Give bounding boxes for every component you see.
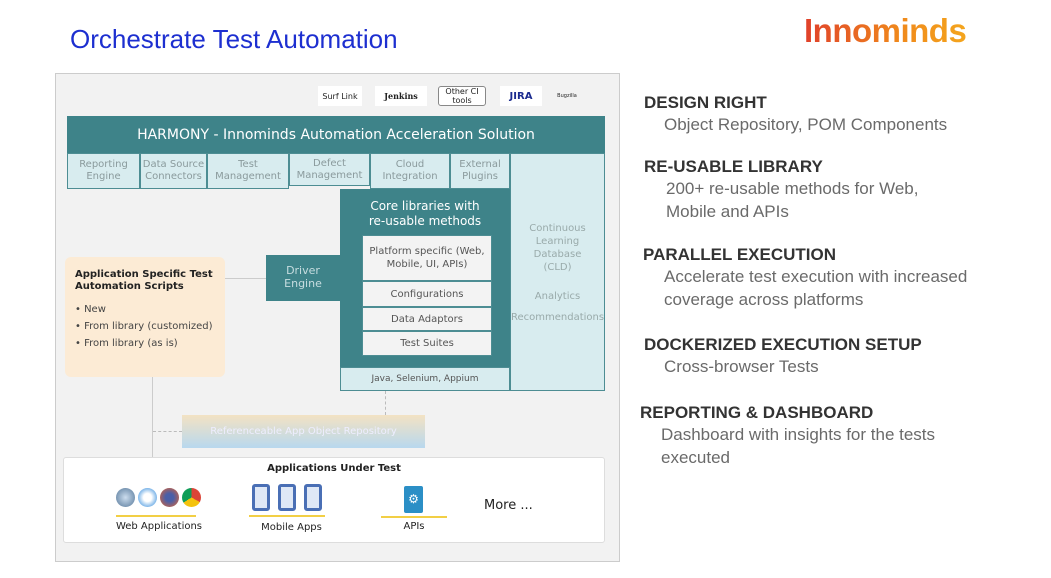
chrome-icon xyxy=(182,488,201,507)
feature-heading: RE-USABLE LIBRARY xyxy=(644,157,823,176)
core-title: Core libraries with re-usable methods xyxy=(368,199,482,228)
browser-icons xyxy=(116,488,201,507)
feature-desc: Accelerate test execution with increased… xyxy=(664,267,968,309)
core-data-adaptors: Data Adaptors xyxy=(362,307,492,331)
object-repository: Referenceable App Object Repository xyxy=(182,415,425,448)
jira-logo: JIRA xyxy=(500,86,542,106)
feature-desc: Cross-browser Tests xyxy=(664,357,819,376)
feature-reusable-library: RE-USABLE LIBRARY 200+ re-usable methods … xyxy=(644,157,966,223)
module-external-plugins: External Plugins xyxy=(450,153,510,189)
connector-line xyxy=(152,377,153,457)
windows-phone-icon xyxy=(304,484,322,511)
connector-line xyxy=(225,278,266,279)
module-data-source-connectors: Data Source Connectors xyxy=(140,153,207,189)
feature-desc: Object Repository, POM Components xyxy=(664,115,948,134)
feature-parallel-execution: PARALLEL EXECUTION Accelerate test execut… xyxy=(643,245,984,311)
core-test-suites: Test Suites xyxy=(362,331,492,356)
aut-apis: APIs xyxy=(403,521,425,532)
other-ci-tools: Other CI tools xyxy=(438,86,486,106)
module-defect-management: Defect Management xyxy=(289,153,370,186)
feature-heading: DOCKERIZED EXECUTION SETUP xyxy=(644,335,922,354)
firefox-icon xyxy=(160,488,179,507)
feature-reporting-dashboard: REPORTING & DASHBOARD Dashboard with insi… xyxy=(640,403,951,469)
android-phone-icon xyxy=(252,484,270,511)
aut-mobile: Mobile Apps xyxy=(261,522,322,533)
scripts-item: • From library (customized) xyxy=(75,321,213,332)
feature-heading: PARALLEL EXECUTION xyxy=(643,245,836,264)
scripts-title: Application Specific Test Automation Scr… xyxy=(75,269,213,292)
feature-design-right: DESIGN RIGHT Object Repository, POM Compo… xyxy=(644,93,1004,136)
bugzilla-logo: Bugzilla xyxy=(557,93,577,99)
page-title: Orchestrate Test Automation xyxy=(70,24,398,54)
core-base-stack: Java, Selenium, Appium xyxy=(340,367,510,391)
feature-desc: 200+ re-usable methods for Web, Mobile a… xyxy=(666,179,919,221)
cld-title: Continuous Learning Database (CLD) xyxy=(529,223,586,273)
applications-under-test: Applications Under Test Web Applications… xyxy=(63,457,605,543)
mobile-icons xyxy=(252,484,322,511)
cld-recommendations: Recommendations xyxy=(511,312,605,323)
innominds-logo: Innominds xyxy=(804,12,967,49)
feature-dockerized-execution: DOCKERIZED EXECUTION SETUP Cross-browser … xyxy=(644,335,922,378)
connector-dashed xyxy=(153,431,182,432)
surflink-logo: Surf Link xyxy=(318,86,362,106)
harmony-header: HARMONY - Innominds Automation Accelerat… xyxy=(67,116,605,154)
connector-dashed xyxy=(385,391,386,415)
jenkins-logo: Jenkins xyxy=(375,86,427,106)
feature-desc: Dashboard with insights for the tests ex… xyxy=(661,425,936,467)
aut-more: More ... xyxy=(484,498,533,513)
scripts-item: • From library (as is) xyxy=(75,338,178,349)
aut-web: Web Applications xyxy=(115,521,203,532)
module-test-management: Test Management xyxy=(207,153,289,189)
module-cloud-integration: Cloud Integration xyxy=(370,153,450,189)
cld-analytics: Analytics xyxy=(534,291,581,302)
app-specific-scripts: Application Specific Test Automation Scr… xyxy=(65,257,225,377)
aut-title: Applications Under Test xyxy=(267,463,401,474)
core-configurations: Configurations xyxy=(362,281,492,307)
api-gear-icon: ⚙ xyxy=(404,486,423,513)
driver-engine: Driver Engine xyxy=(266,255,340,301)
feature-heading: DESIGN RIGHT xyxy=(644,93,767,112)
safari-icon xyxy=(116,488,135,507)
ios-phone-icon xyxy=(278,484,296,511)
feature-heading: REPORTING & DASHBOARD xyxy=(640,403,874,422)
core-platform-specific: Platform specific (Web, Mobile, UI, APIs… xyxy=(362,235,492,281)
cld-column: Continuous Learning Database (CLD) Analy… xyxy=(510,153,605,391)
module-reporting-engine: Reporting Engine xyxy=(67,153,140,189)
ie-icon xyxy=(138,488,157,507)
scripts-item: • New xyxy=(75,304,106,315)
